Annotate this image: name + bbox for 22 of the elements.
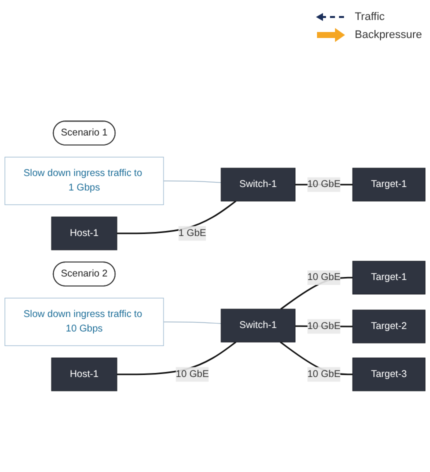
connector xyxy=(163,180,222,183)
node-box: Switch-1 xyxy=(220,168,296,202)
edge-label: 10 GbE xyxy=(307,320,340,332)
connector xyxy=(116,200,236,234)
edge-label: 10 GbE xyxy=(307,272,340,283)
node-box: Target-3 xyxy=(352,358,426,392)
node-box: Target-2 xyxy=(352,310,426,344)
edge-label: 10 GbE xyxy=(307,368,340,380)
edge-label: 1 GbE xyxy=(178,228,206,238)
edge-label: 10 GbE xyxy=(176,368,209,380)
edge-label: 10 GbE xyxy=(307,179,340,190)
legend-text: Backpressure xyxy=(354,29,422,41)
connector xyxy=(163,322,222,324)
node-box: Slow down ingress traffic to 10 Gbps xyxy=(4,298,164,346)
node-box: Host-1 xyxy=(51,358,118,392)
legend-text: Traffic xyxy=(354,11,385,23)
node-box: Target-1 xyxy=(352,168,426,202)
node-box: Host-1 xyxy=(51,216,118,250)
connector xyxy=(116,341,236,376)
node-box: Switch-1 xyxy=(220,308,296,342)
node-box: Slow down ingress traffic to 1 Gbps xyxy=(4,156,164,206)
node-box: Target-1 xyxy=(352,260,426,294)
